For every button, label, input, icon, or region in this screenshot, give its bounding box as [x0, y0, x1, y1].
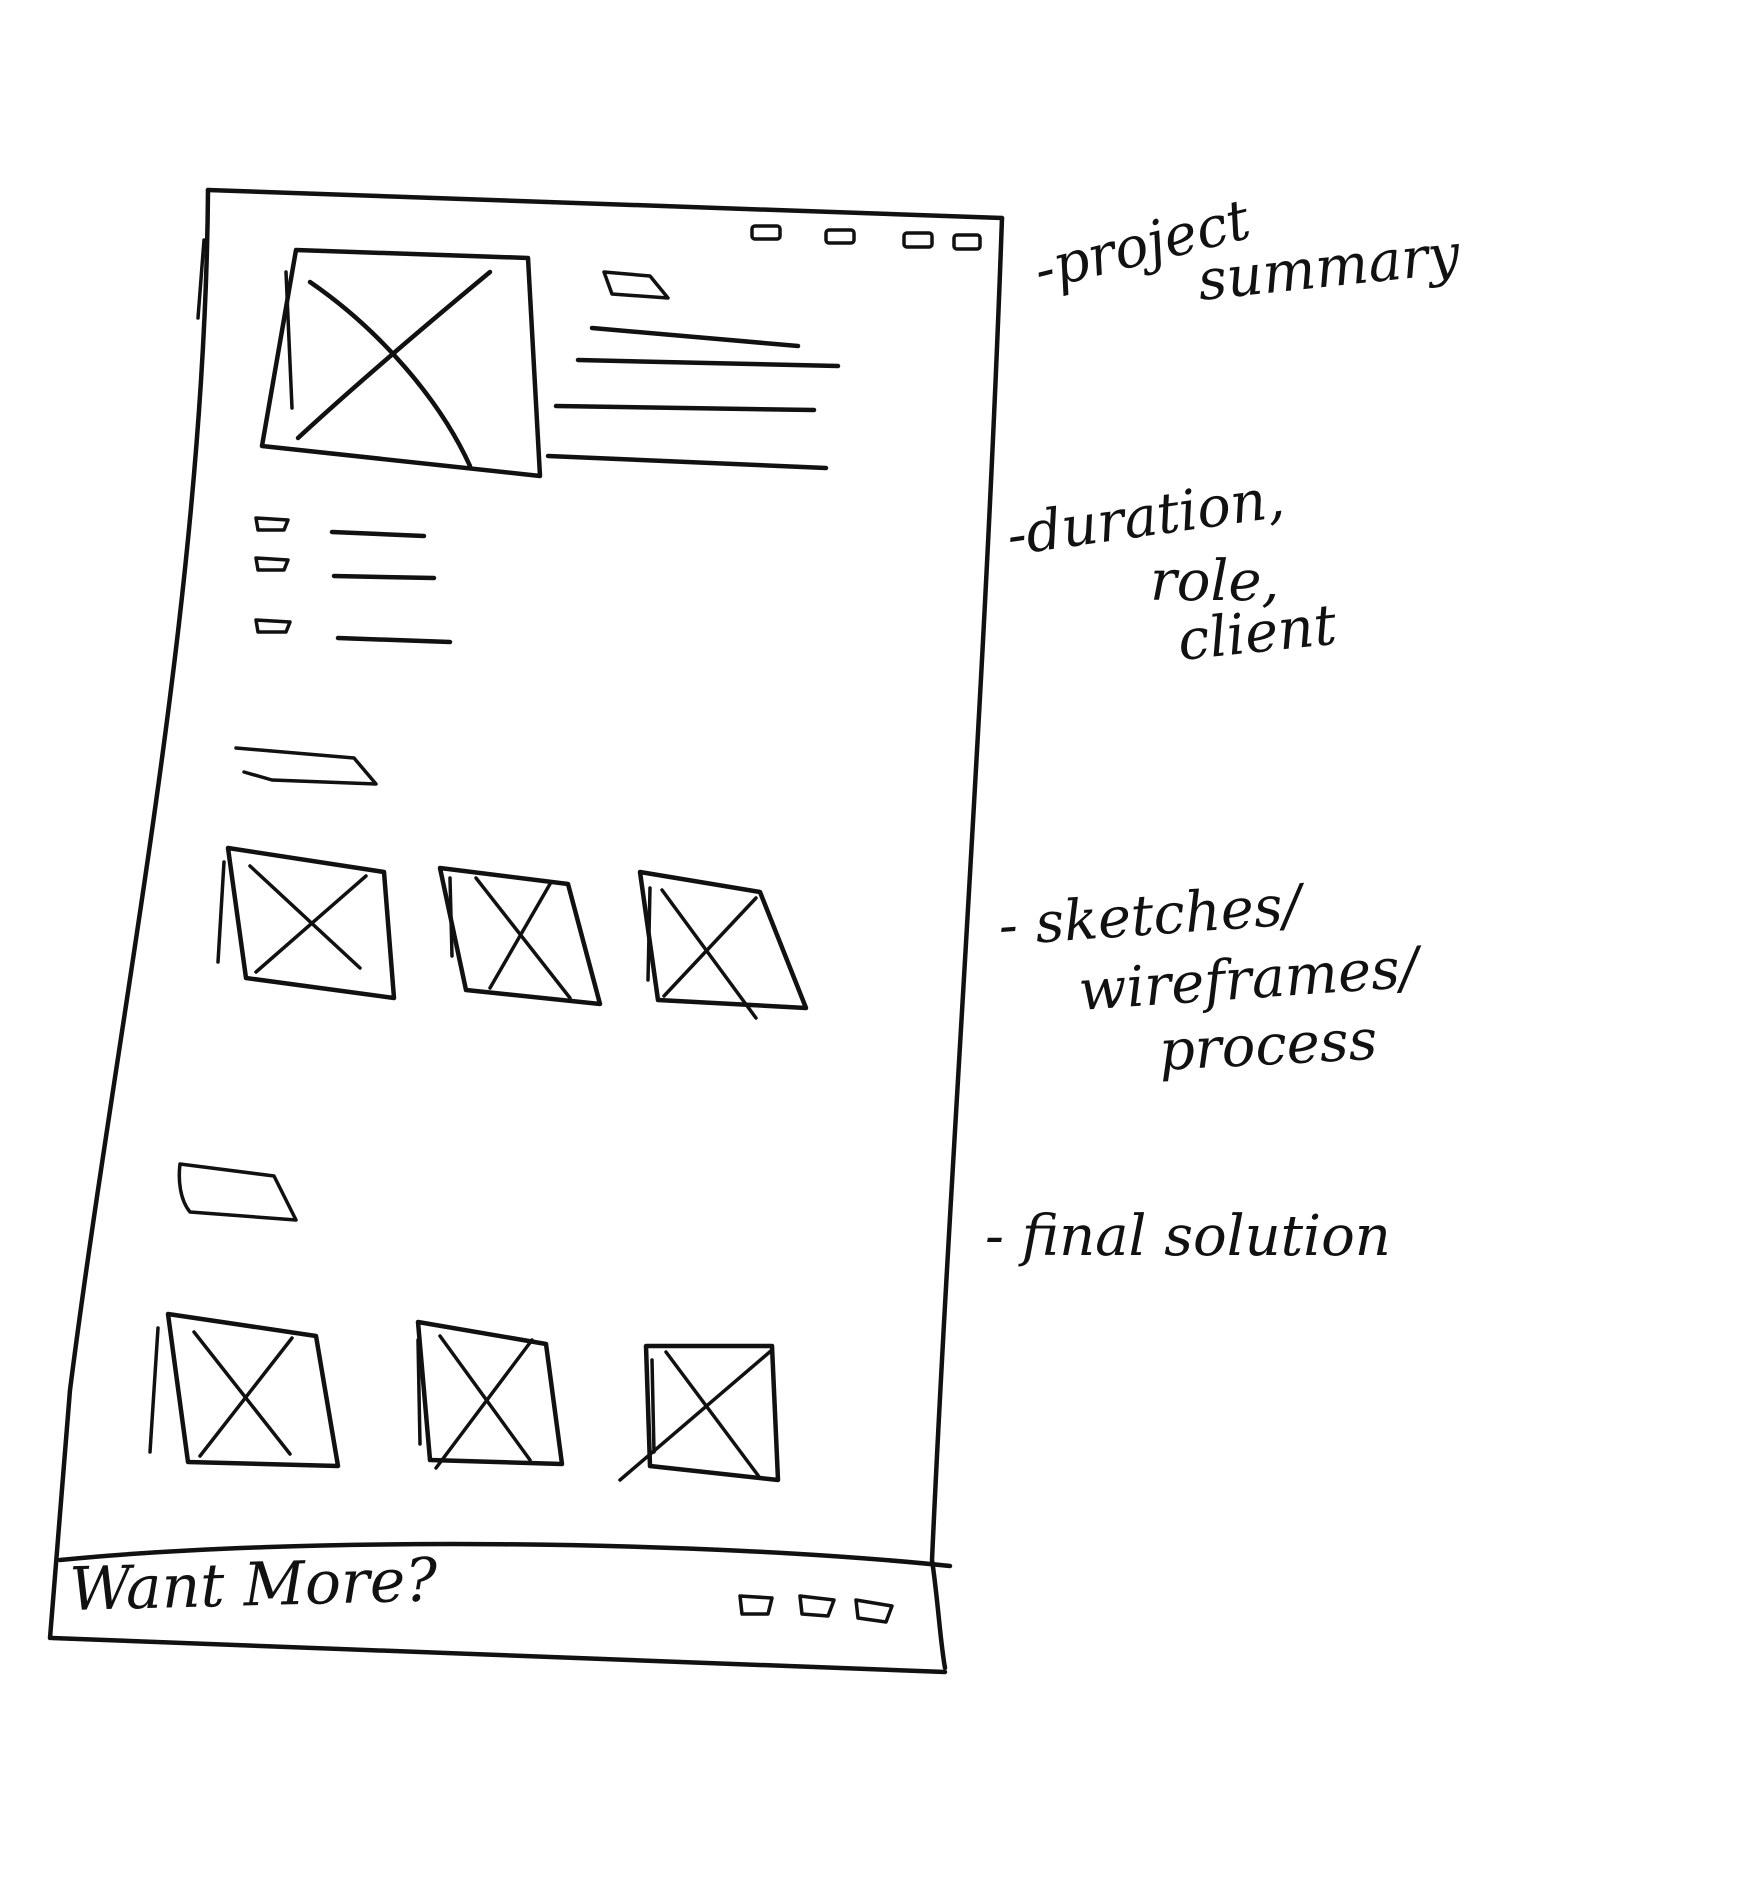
annotation-process-line3: process [1157, 1008, 1378, 1084]
summary-text-line [589, 325, 801, 349]
project-summary-section [259, 247, 841, 479]
top-nav[interactable] [750, 224, 982, 251]
annotations: -project summary -duration, role, client… [985, 187, 1464, 1269]
detail-line [331, 573, 437, 581]
nav-icon[interactable] [824, 228, 856, 245]
image-placeholder-icon [437, 865, 603, 1007]
social-icon[interactable] [738, 1594, 774, 1616]
footer-cta[interactable]: Want More? [69, 1545, 440, 1625]
bullet-icon [254, 556, 290, 572]
social-icon[interactable] [798, 1594, 836, 1618]
image-placeholder-icon [415, 1319, 565, 1470]
details-list [254, 516, 453, 645]
image-placeholder-icon [637, 869, 809, 1020]
nav-icon[interactable] [952, 233, 982, 251]
nav-icon[interactable] [750, 224, 782, 241]
image-placeholder-icon [259, 247, 543, 479]
annotation-final-solution: - final solution [985, 1204, 1391, 1269]
final-solution-section [148, 1162, 781, 1483]
footer: Want More? [57, 1541, 953, 1625]
image-placeholder-icon [216, 845, 397, 1001]
summary-text-line [545, 453, 829, 471]
detail-line [335, 635, 453, 645]
social-icons[interactable] [738, 1594, 894, 1624]
summary-text-line [575, 357, 841, 369]
section-heading-icon [177, 1162, 298, 1222]
nav-icon[interactable] [902, 231, 934, 249]
section-heading-icon [234, 746, 378, 786]
title-placeholder-icon [602, 270, 670, 300]
bullet-icon [254, 516, 290, 532]
process-section [216, 746, 809, 1020]
summary-text-line [553, 403, 817, 413]
phone-frame [47, 187, 1005, 1675]
bullet-icon [254, 618, 292, 634]
detail-line [329, 529, 427, 539]
annotation-details-line2: role, [1150, 549, 1279, 614]
image-placeholder-icon [148, 1311, 341, 1469]
footer-divider [57, 1541, 953, 1569]
image-placeholder-icon [618, 1343, 781, 1483]
social-icon[interactable] [854, 1598, 894, 1624]
